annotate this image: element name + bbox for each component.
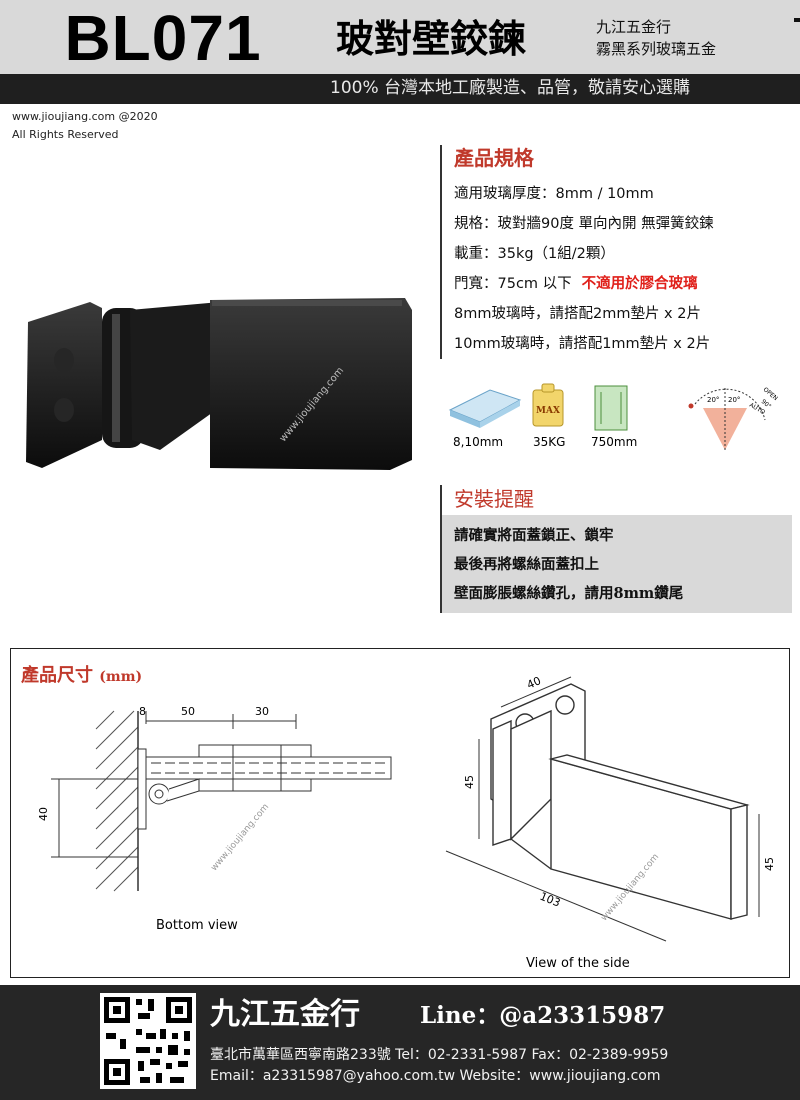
model-number: BL071 xyxy=(18,6,308,70)
spec-section: 產品規格 適用玻璃厚度：8mm / 10mm 規格：玻對牆90度 單向內開 無彈… xyxy=(440,145,790,359)
copyright-site: www.jioujiang.com @2020 xyxy=(12,110,158,123)
weight-label: 35KG xyxy=(533,435,565,449)
bottom-view-label: Bottom view xyxy=(156,918,238,933)
dimensions-unit: (mm) xyxy=(99,669,143,685)
header-subtitle: 九江五金行 霧黑系列玻璃五金 xyxy=(590,14,786,62)
footer-line-id[interactable]: Line：@a23315987 xyxy=(420,1002,666,1029)
spec-title: 產品規格 xyxy=(454,146,534,170)
weight-badge: MAX xyxy=(536,406,560,416)
glass-thickness-icon xyxy=(448,389,522,428)
door-width-label: 750mm xyxy=(591,435,637,449)
spec-line: 載重：35kg（1組/2顆） xyxy=(454,246,615,262)
footer-contact: 臺北市萬華區西寧南路233號 Tel：02-2331-5987 Fax：02-2… xyxy=(210,1045,668,1087)
opening-angle-icon xyxy=(688,388,766,450)
footer-email-website[interactable]: Email：a23315987@yahoo.com.tw Website：www… xyxy=(210,1068,661,1084)
hinge-knuckle-highlight xyxy=(112,314,120,442)
dim-50: 50 xyxy=(181,705,195,718)
copyright-rights: All Rights Reserved xyxy=(12,128,119,141)
dimensions-title-text: 產品尺寸 xyxy=(21,665,93,686)
side-view-label: View of the side xyxy=(526,956,630,971)
bottom-view-drawing xyxy=(51,710,392,892)
spec-line: 規格：玻對牆90度 單向內開 無彈簧鉸鍊 xyxy=(454,216,714,232)
qr-code-icon[interactable] xyxy=(100,993,196,1089)
angle-label-a: 20° xyxy=(707,396,719,404)
weight-icon: MAX xyxy=(532,383,564,427)
glass-thickness-label: 8,10mm xyxy=(453,435,503,449)
dimensions-title: 產品尺寸 (mm) xyxy=(21,661,142,687)
spec-line-door-width: 門寬：75cm 以下不適用於膠合玻璃 xyxy=(454,269,790,299)
install-line: 壁面膨脹螺絲鑽孔，請用8mm鑽尾 xyxy=(454,585,684,602)
dim-8: 8 xyxy=(139,705,146,718)
dim-40-bottom: 40 xyxy=(37,807,50,821)
angle-label-b: 20° xyxy=(728,396,740,404)
wall-plate-hole xyxy=(54,348,74,372)
spec-line: 10mm玻璃時，請搭配1mm墊片 x 2片 xyxy=(454,336,711,352)
install-line: 最後再將螺絲面蓋扣上 xyxy=(454,556,599,573)
door-width-icon xyxy=(594,385,628,431)
slogan: 100% 台灣本地工廠製造、品管，敬請安心選購 xyxy=(330,78,691,98)
corner-mark xyxy=(794,18,800,22)
wall-plate xyxy=(26,302,102,468)
drawing-watermark: www.jioujiang.com xyxy=(209,802,271,873)
install-title: 安裝提醒 xyxy=(440,485,790,515)
side-dim-45-right: 45 xyxy=(763,857,776,871)
glass-clamp xyxy=(210,298,412,470)
shop-name-small: 九江五金行 xyxy=(596,18,672,36)
copyright: www.jioujiang.com @2020 All Rights Reser… xyxy=(12,108,158,144)
footer-address: 臺北市萬華區西寧南路233號 Tel：02-2331-5987 Fax：02-2… xyxy=(210,1047,669,1063)
side-dim-103: 103 xyxy=(538,890,562,910)
side-dim-40: 40 xyxy=(525,674,543,692)
install-notes: 請確實將面蓋鎖正、鎖牢 最後再將螺絲面蓋扣上 壁面膨脹螺絲鑽孔，請用8mm鑽尾 xyxy=(440,515,792,613)
spec-door-width: 門寬：75cm 以下 xyxy=(454,276,572,292)
dimension-drawings: 8 50 30 40 Bottom view www.jioujiang.com… xyxy=(37,674,776,971)
hinge-arm xyxy=(130,302,230,450)
install-line: 請確實將面蓋鎖正、鎖牢 xyxy=(454,527,614,544)
footer: 九江五金行 Line：@a23315987 臺北市萬華區西寧南路233號 Tel… xyxy=(0,985,800,1100)
header-band: BL071 玻對壁鉸鍊 九江五金行 霧黑系列玻璃五金 100% 台灣本地工廠製造… xyxy=(0,0,800,104)
dim-30: 30 xyxy=(255,705,269,718)
spec-line: 8mm玻璃時，請搭配2mm墊片 x 2片 xyxy=(454,306,701,322)
spec-line: 適用玻璃厚度：8mm / 10mm xyxy=(454,186,654,202)
footer-shop-name: 九江五金行 xyxy=(210,997,360,1032)
spec-icons: 8,10mm MAX 35KG 750mm 20° 20° OPEN 90° A… xyxy=(448,383,779,450)
series-name: 霧黑系列玻璃五金 xyxy=(596,40,717,58)
wall-plate-hole xyxy=(54,398,74,422)
product-title: 玻對壁鉸鍊 xyxy=(330,14,533,64)
glass-clamp-top xyxy=(212,300,402,306)
dimensions-panel: 產品尺寸 (mm) xyxy=(10,648,790,978)
spec-warning: 不適用於膠合玻璃 xyxy=(581,276,698,292)
product-photo: www.jioujiang.com xyxy=(26,298,412,470)
side-view-drawing xyxy=(490,683,750,920)
side-dim-45-left: 45 xyxy=(463,775,476,789)
